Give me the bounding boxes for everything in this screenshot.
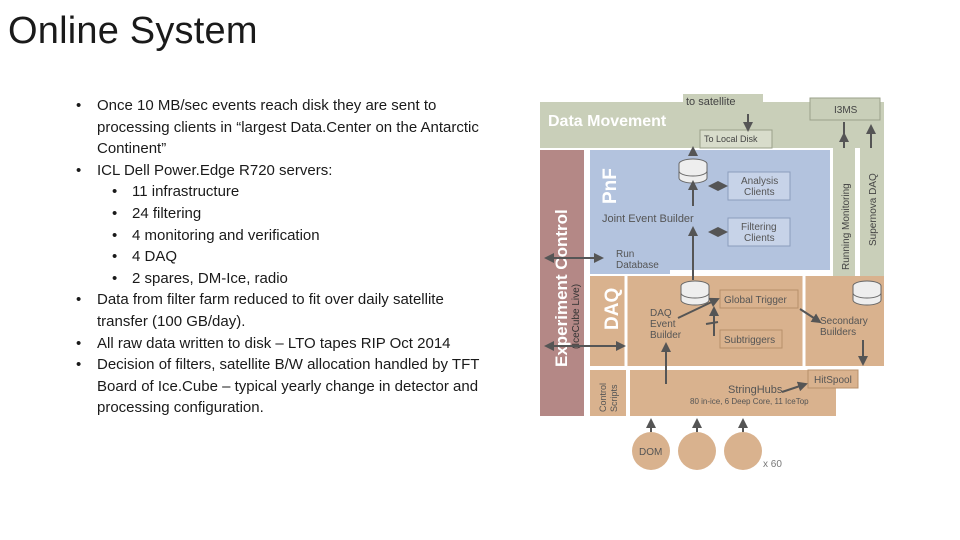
to-local-disk-label: To Local Disk xyxy=(704,134,758,144)
analysis-clients-box xyxy=(727,171,791,201)
bullet-item: All raw data written to disk – LTO tapes… xyxy=(68,333,498,355)
filtering-clients-label-2: Clients xyxy=(744,233,775,244)
running-monitoring-label: Running Monitoring xyxy=(841,183,852,270)
sub-bullet-item: 24 filtering xyxy=(68,203,498,225)
daq-event-builder-label-3: Builder xyxy=(650,330,682,341)
dom-circle xyxy=(724,432,762,470)
analysis-clients-label: Analysis xyxy=(741,176,778,187)
joint-event-builder-label: Joint Event Builder xyxy=(602,213,694,225)
filtering-clients-box xyxy=(727,217,791,247)
control-scripts-panel xyxy=(590,370,626,416)
stringhubs-label: StringHubs xyxy=(728,384,783,396)
global-trigger-box xyxy=(719,289,799,309)
to-satellite-label: to satellite xyxy=(686,96,736,108)
filtering-clients-label: Filtering xyxy=(741,222,777,233)
data-movement-label: Data Movement xyxy=(548,113,667,130)
dom-circle xyxy=(632,432,670,470)
subtriggers-label: Subtriggers xyxy=(724,335,775,346)
daq-panel-left xyxy=(590,276,626,366)
disk-icon xyxy=(852,280,882,306)
hitspool-box xyxy=(807,369,859,389)
daq-label: DAQ xyxy=(602,288,623,330)
bullet-item: Decision of filters, satellite B/W alloc… xyxy=(68,354,498,419)
bullet-list: Once 10 MB/sec events reach disk they ar… xyxy=(68,95,498,419)
running-monitoring-column xyxy=(833,148,855,276)
sub-bullet-item: 4 DAQ xyxy=(68,246,498,268)
bullet-item: ICL Dell Power.Edge R720 servers: xyxy=(68,160,498,182)
secondary-builders-label: Secondary xyxy=(820,316,868,327)
daq-event-builder-label-2: Event xyxy=(650,319,676,330)
online-system-diagram: to satellite Data Movement I3MS To Local… xyxy=(540,94,884,470)
stringhubs-detail-label: 80 in-ice, 6 Deep Core, 11 IceTop xyxy=(690,397,809,406)
experiment-control-label: Experiment Control xyxy=(552,209,571,367)
pnf-label: PnF xyxy=(600,168,621,204)
secondary-builders-label-2: Builders xyxy=(820,327,856,338)
sub-bullet-item: 4 monitoring and verification xyxy=(68,225,498,247)
stringhubs-panel xyxy=(630,370,836,416)
flow-arrows xyxy=(544,114,876,432)
data-movement-tab xyxy=(683,94,763,104)
dom-label: DOM xyxy=(639,447,662,458)
x60-label: x 60 xyxy=(763,459,782,470)
supernova-daq-column xyxy=(860,148,884,276)
run-database-label: Run xyxy=(616,249,634,260)
disk-icon xyxy=(680,280,710,306)
icecube-live-label: (IceCube Live) xyxy=(571,284,582,349)
supernova-daq-label: Supernova DAQ xyxy=(868,173,879,246)
daq-event-builder-label: DAQ xyxy=(650,308,672,319)
experiment-control-panel xyxy=(540,150,584,416)
analysis-clients-label-2: Clients xyxy=(744,187,775,198)
dom-circle xyxy=(678,432,716,470)
run-database-label-2: Database xyxy=(616,260,659,271)
control-scripts-label-2: Scripts xyxy=(609,384,619,412)
bullet-item: Data from filter farm reduced to fit ove… xyxy=(68,289,498,332)
sub-bullet-item: 2 spares, DM-Ice, radio xyxy=(68,268,498,290)
i3ms-box xyxy=(809,97,881,121)
sub-bullet-item: 11 infrastructure xyxy=(68,181,498,203)
control-scripts-label: Control xyxy=(598,383,608,412)
global-trigger-label: Global Trigger xyxy=(724,295,787,306)
slide-title: Online System xyxy=(8,10,258,52)
bullet-item: Once 10 MB/sec events reach disk they ar… xyxy=(68,95,498,160)
subtriggers-box xyxy=(719,329,783,349)
i3ms-label: I3MS xyxy=(834,105,858,116)
disk-icon xyxy=(678,158,708,184)
hitspool-label: HitSpool xyxy=(814,375,852,386)
to-local-disk-box xyxy=(699,129,773,149)
